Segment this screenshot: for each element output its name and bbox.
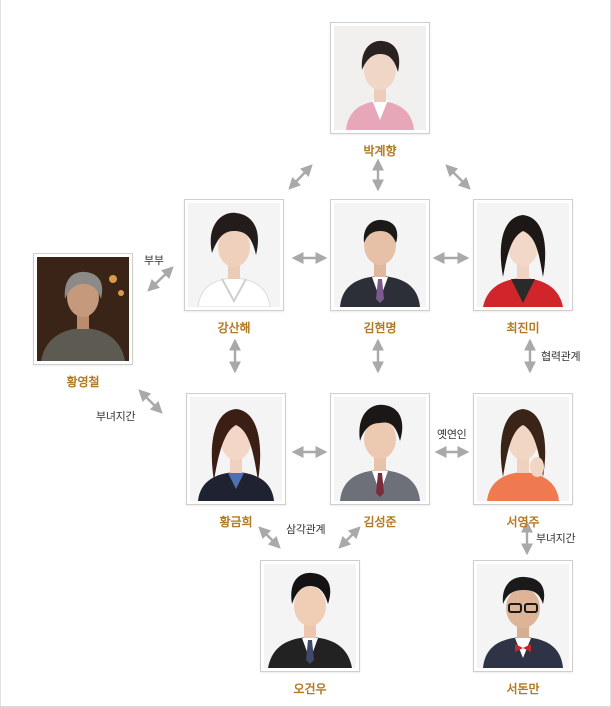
person-card-seo-youngju[interactable]: 서영주 [473,393,573,529]
person-photo-icon [188,203,280,307]
person-photo-icon [264,564,356,668]
photo-frame [330,22,430,134]
person-name: 김성준 [363,515,397,529]
person-name: 최진미 [506,321,540,335]
photo-frame [260,560,360,672]
double-arrow-icon [445,164,471,190]
person-card-choi-jinmi[interactable]: 최진미 [473,199,573,335]
relation-label-parent-child-left: 부녀지간 [96,410,136,423]
person-photo-icon [477,397,569,501]
person-name: 서영주 [506,515,540,529]
person-name: 황금희 [219,515,253,529]
photo-frame [186,393,286,505]
relation-label-parent-child-right: 부녀지간 [536,532,576,545]
photo-frame [184,199,284,311]
person-name: 황영철 [66,375,100,389]
photo-frame [473,393,573,505]
person-card-hwang-youngchul[interactable]: 황영철 [33,253,133,389]
person-card-kim-hyunmyung[interactable]: 김현명 [330,199,430,335]
photo-frame [330,393,430,505]
double-arrow-icon [138,389,163,414]
person-name: 서돈만 [506,682,540,696]
person-card-kim-sungjun[interactable]: 김성준 [330,393,430,529]
photo-frame [330,199,430,311]
person-name: 오건우 [293,682,327,696]
person-photo-icon [477,564,569,668]
photo-frame [33,253,133,365]
photo-frame [473,560,573,672]
person-name: 박계향 [363,144,397,158]
double-arrow-icon [258,526,281,549]
person-name: 강산해 [217,321,251,335]
person-card-park-gyehyang[interactable]: 박계향 [330,22,430,158]
person-photo-icon [190,397,282,501]
relation-label-ex-lovers: 옛연인 [437,428,467,441]
relation-label-spouses: 부부 [144,254,164,267]
double-arrow-icon [147,266,174,292]
person-photo-icon [334,203,426,307]
relation-label-cooperation: 협력관계 [541,350,581,363]
bottom-border [0,706,611,708]
person-card-kang-sanhae[interactable]: 강산해 [184,199,284,335]
relation-label-love-triangle: 삼각관계 [286,523,326,536]
left-border [0,0,1,708]
person-card-seo-donman[interactable]: 서돈만 [473,560,573,696]
double-arrow-icon [288,164,313,190]
person-card-hwang-geumhee[interactable]: 황금희 [186,393,286,529]
person-photo-icon [334,26,426,130]
person-card-oh-geonwoo[interactable]: 오건우 [260,560,360,696]
person-name: 김현명 [363,321,397,335]
person-photo-icon [477,203,569,307]
person-photo-icon [37,257,129,361]
person-photo-icon [334,397,426,501]
photo-frame [473,199,573,311]
double-arrow-icon [338,526,361,549]
